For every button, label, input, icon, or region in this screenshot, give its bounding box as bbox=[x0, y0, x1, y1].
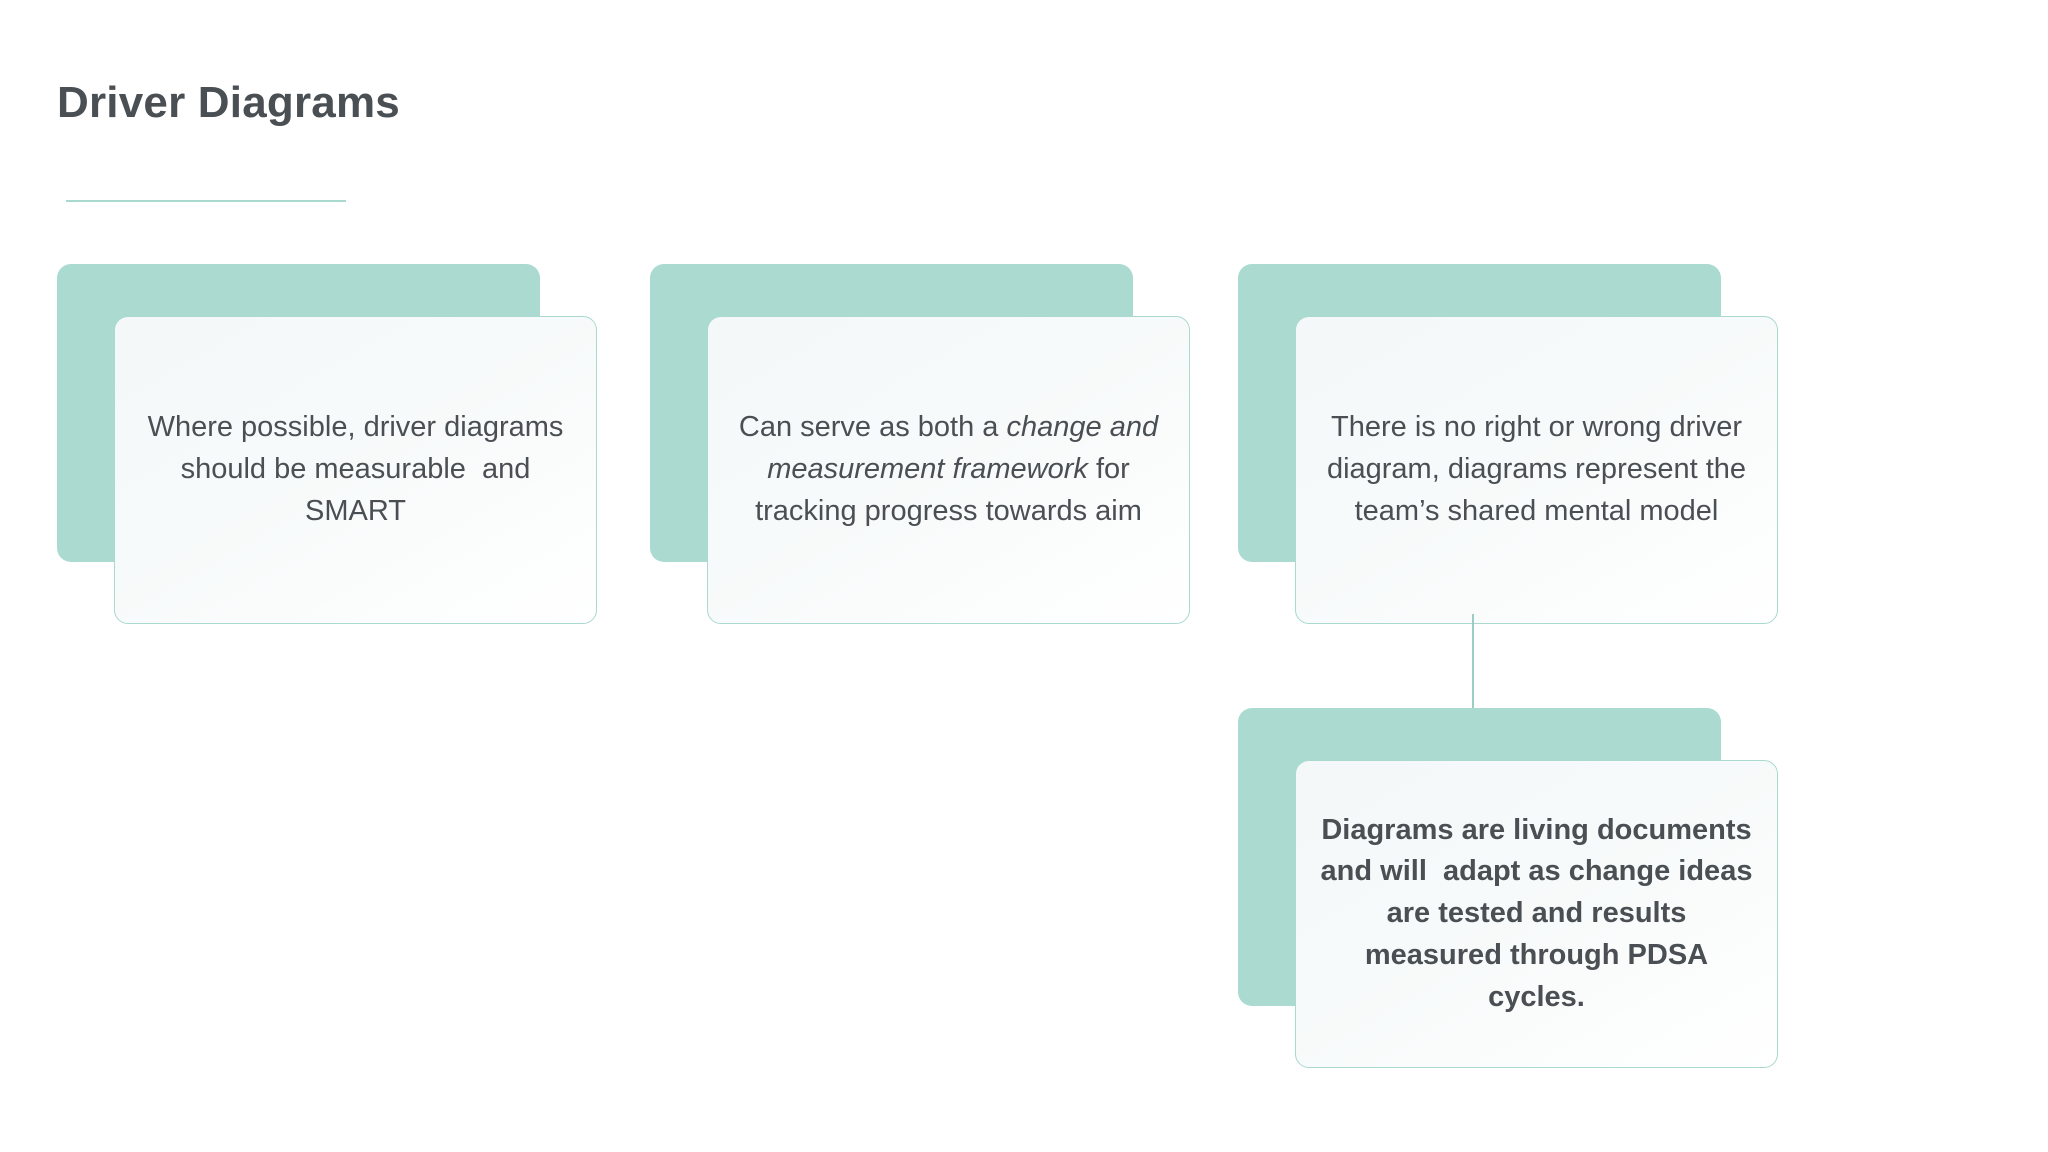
card-4-panel[interactable]: Diagrams are living documents and will a… bbox=[1295, 760, 1778, 1068]
driver-card-4[interactable]: Diagrams are living documents and will a… bbox=[1238, 708, 1778, 1068]
card-2-text-italic: change and measurement framework bbox=[767, 411, 1167, 486]
driver-card-2[interactable]: Can serve as both a change and measureme… bbox=[650, 264, 1190, 624]
card-3-text: There is no right or wrong driver diagra… bbox=[1326, 411, 1755, 527]
page-title: Driver Diagrams bbox=[57, 78, 400, 127]
card-2-text: Can serve as both a change and measureme… bbox=[708, 407, 1189, 532]
title-underline-rule bbox=[66, 200, 346, 202]
card-1-panel[interactable]: Where possible, driver diagrams should b… bbox=[114, 316, 597, 624]
card-3-panel[interactable]: There is no right or wrong driver diagra… bbox=[1295, 316, 1778, 624]
card-4-text: Diagrams are living documents and will a… bbox=[1320, 813, 1761, 1013]
driver-card-1[interactable]: Where possible, driver diagrams should b… bbox=[57, 264, 597, 624]
card-1-text: Where possible, driver diagrams should b… bbox=[147, 411, 572, 527]
driver-card-3[interactable]: There is no right or wrong driver diagra… bbox=[1238, 264, 1778, 624]
card-2-text-before: Can serve as both a bbox=[738, 411, 1007, 444]
card-2-text-after: for tracking progress towards aim bbox=[755, 453, 1146, 527]
connector-line-card3-to-card4 bbox=[1472, 614, 1474, 760]
card-2-panel[interactable]: Can serve as both a change and measureme… bbox=[707, 316, 1190, 624]
